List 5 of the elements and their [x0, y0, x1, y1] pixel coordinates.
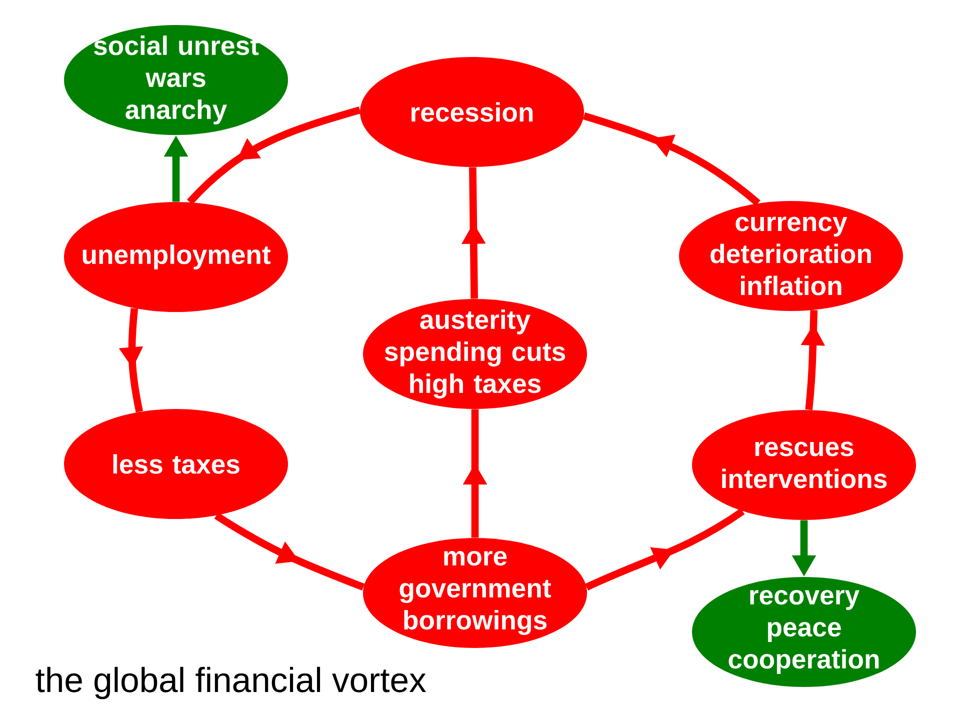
caption: the global financial vortex — [36, 666, 426, 700]
arrow — [582, 112, 760, 206]
arrow — [187, 106, 361, 205]
arrow — [214, 512, 365, 591]
arrow — [585, 508, 745, 590]
